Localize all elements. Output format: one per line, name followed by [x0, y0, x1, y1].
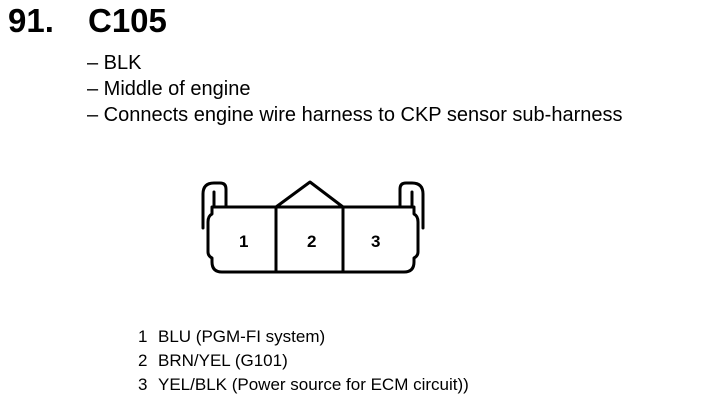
- pin-row: 3 YEL/BLK (Power source for ECM circuit)): [138, 373, 469, 397]
- description-color: – BLK: [87, 52, 142, 74]
- connector-description: – BLK – Middle of engine – Connects engi…: [87, 50, 622, 128]
- pin-description: BRN/YEL (G101): [158, 351, 288, 370]
- cavity-label-1: 1: [239, 232, 248, 251]
- cavity-label-3: 3: [371, 232, 380, 251]
- description-location: – Middle of engine: [87, 78, 251, 100]
- latch-left: [201, 181, 228, 230]
- latch-right: [398, 181, 425, 230]
- pin-description: BLU (PGM-FI system): [158, 327, 326, 346]
- pin-row: 2 BRN/YEL (G101): [138, 349, 469, 373]
- item-number: 91.: [8, 2, 54, 39]
- cavity-label-2: 2: [307, 232, 316, 251]
- pin-number: 1: [138, 327, 148, 346]
- connector-heading: 91. C105: [8, 2, 167, 40]
- pin-row: 1 BLU (PGM-FI system): [138, 325, 469, 349]
- pin-list: 1 BLU (PGM-FI system) 2 BRN/YEL (G101) 3 YE…: [138, 325, 469, 397]
- description-connection: – Connects engine wire harness to CKP se…: [87, 104, 623, 126]
- pin-number: 2: [138, 351, 148, 370]
- connector-id: C105: [88, 2, 167, 39]
- connector-body: [206, 205, 420, 274]
- connector-key: [274, 180, 345, 209]
- pin-number: 3: [138, 375, 148, 394]
- pin-description: YEL/BLK (Power source for ECM circuit)): [158, 375, 469, 394]
